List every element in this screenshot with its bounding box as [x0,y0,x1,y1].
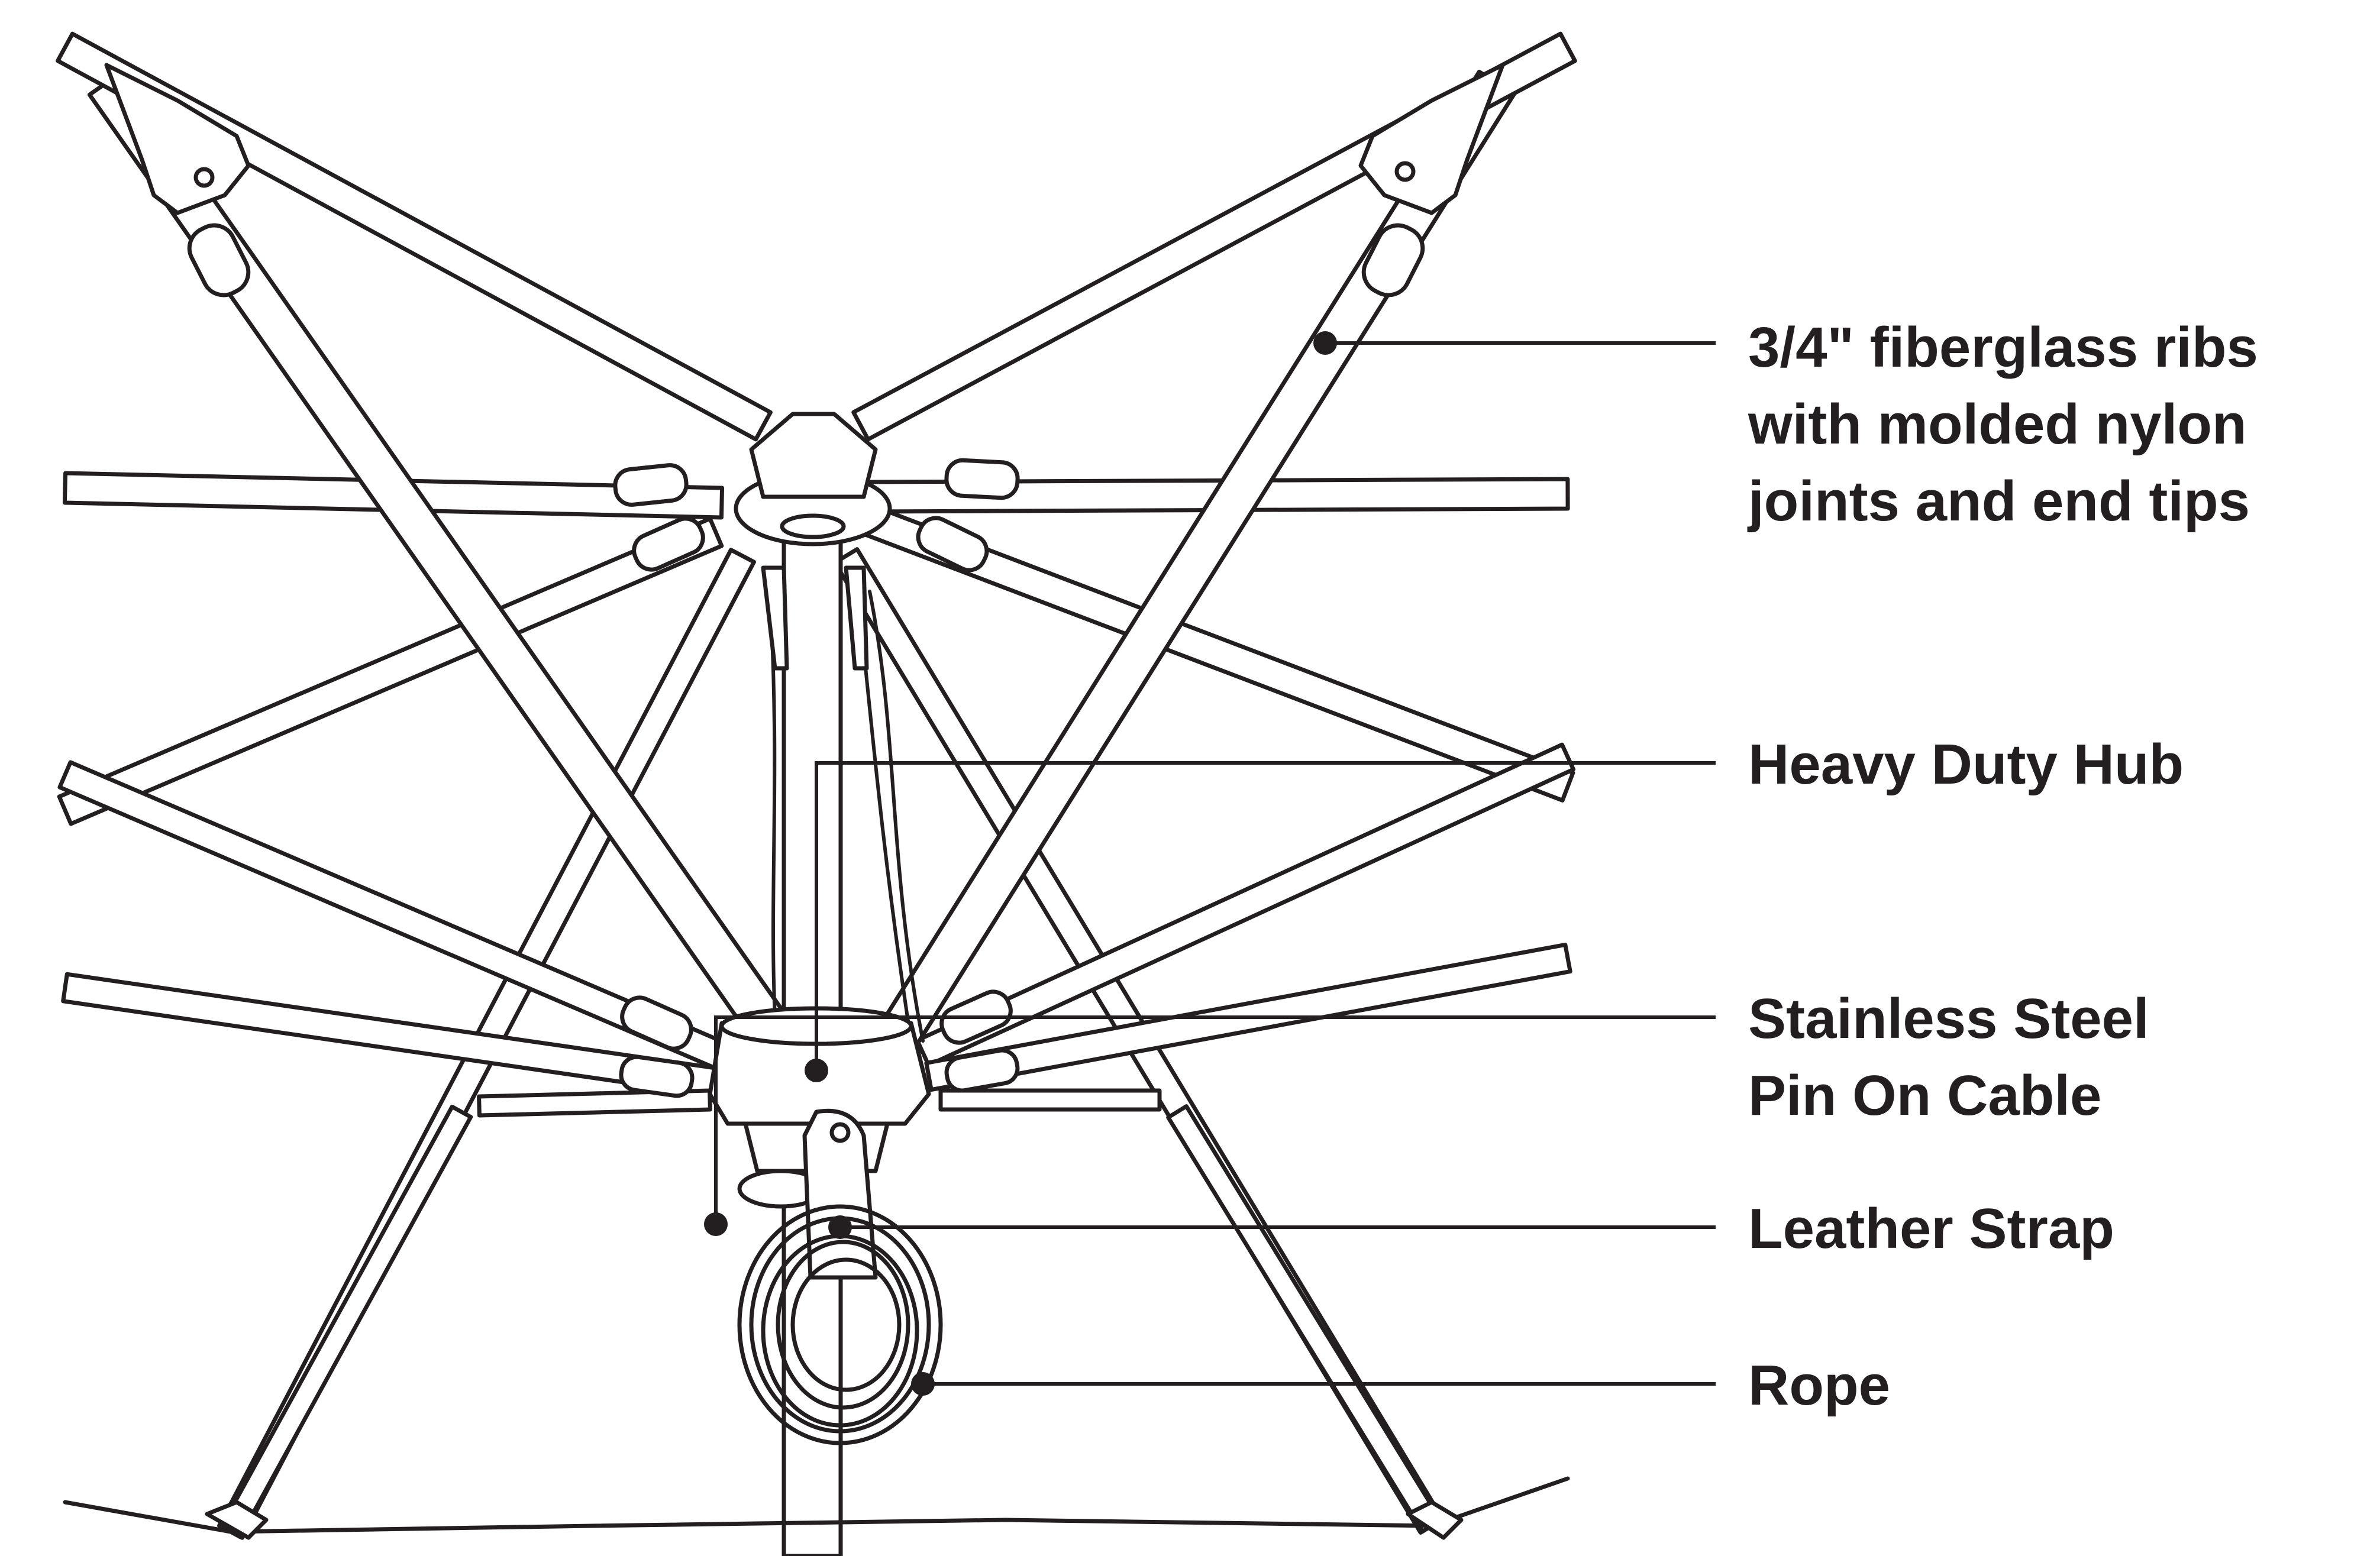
upper-hub-clip-right [844,565,869,671]
spoke-right-sleeve [944,458,1020,500]
lower-spoke-right-2 [938,1088,1162,1112]
lower-spoke-left-2 [477,1088,712,1118]
rib-left-end-sleeve-body [187,223,251,297]
rope-loop-3 [776,1240,910,1410]
bottom-tip-right [1406,1500,1464,1540]
callout-label-pin-line-0: Stainless Steel [1748,987,2149,1050]
lower-spoke-left-sleeve-2-body [619,1054,695,1098]
leather-strap-rivet [829,1122,851,1143]
end-tip-top-right [1358,63,1505,215]
spoke-right-sleeve-body [944,458,1020,500]
upper-spoke-left-1 [57,516,724,826]
leader-line-hub [815,761,1716,1070]
upper-hub-clip-left [761,565,789,671]
rib-left-end-sleeve [187,223,251,297]
callout-label-strap-line-0: Leather Strap [1748,1197,2114,1260]
rope-loop-4 [790,1257,902,1392]
umbrella-frame-drawing [56,31,1577,1556]
callout-label-ribs-line-1: with molded nylon [1748,393,2247,456]
lower-spoke-right-sleeve-2 [944,1048,1020,1093]
leader-line-pin [714,1015,1716,1224]
spoke-left-sleeve [613,463,689,507]
rope-loop-0 [737,1204,943,1445]
rib-upper-left-diagonal [87,69,806,1067]
leader-dot-rope [911,1372,935,1396]
spoke-left-sleeve-body [613,463,689,507]
callout-labels: 3/4" fiberglass ribs with molded nylon joi… [1747,316,2258,1417]
brace-right [1166,1104,1443,1534]
rib-right-end-sleeve [1361,223,1425,297]
end-tip-top-left-hole [193,167,215,188]
upper-hub-body [749,412,878,499]
callout-label-ribs: 3/4" fiberglass ribs with molded nylon joi… [1747,316,2258,533]
upper-hub [734,412,892,671]
callout-label-rope: Rope [1748,1354,1890,1417]
cable-right-2 [868,590,925,1043]
callout-label-hub-line-0: Heavy Duty Hub [1748,733,2184,796]
end-tip-top-right-hole [1394,161,1416,182]
leather-strap-body [802,1108,878,1280]
spoke-left-sleeve-2 [632,516,705,572]
callout-label-rope-line-0: Rope [1748,1354,1890,1417]
rope-coil [737,1204,943,1445]
lower-spoke-right-0 [915,742,1576,1067]
callout-label-ribs-line-0: 3/4" fiberglass ribs [1748,316,2258,379]
end-tip-top-left [104,63,251,215]
leather-strap [802,1108,878,1280]
spoke-right-sleeve-2 [916,516,989,572]
upper-hub-pole-hole [780,513,846,539]
callout-leaders [704,331,1716,1396]
lower-spoke-right-sleeve-2-body [944,1048,1020,1093]
rib-right-end-sleeve-body [1361,223,1425,297]
lower-spoke-left-sleeve [620,995,693,1051]
callout-label-ribs-line-2: joints and end tips [1747,470,2250,533]
leader-dot-ribs [1313,331,1337,355]
spoke-left-sleeve-2-body [632,516,705,572]
leader-dot-hub [805,1059,828,1082]
bottom-tip-left [205,1500,269,1540]
spoke-right-sleeve-2-body [916,516,989,572]
lower-spoke-left-sleeve-body [620,995,693,1051]
callout-label-strap: Leather Strap [1748,1197,2114,1260]
brace-left [219,1104,473,1539]
leader-dot-strap [828,1215,852,1239]
callout-label-pin-line-1: Pin On Cable [1748,1064,2101,1127]
lower-spoke-left-sleeve-2 [619,1054,695,1098]
leader-dot-pin [704,1212,728,1236]
callout-label-hub: Heavy Duty Hub [1748,733,2184,796]
